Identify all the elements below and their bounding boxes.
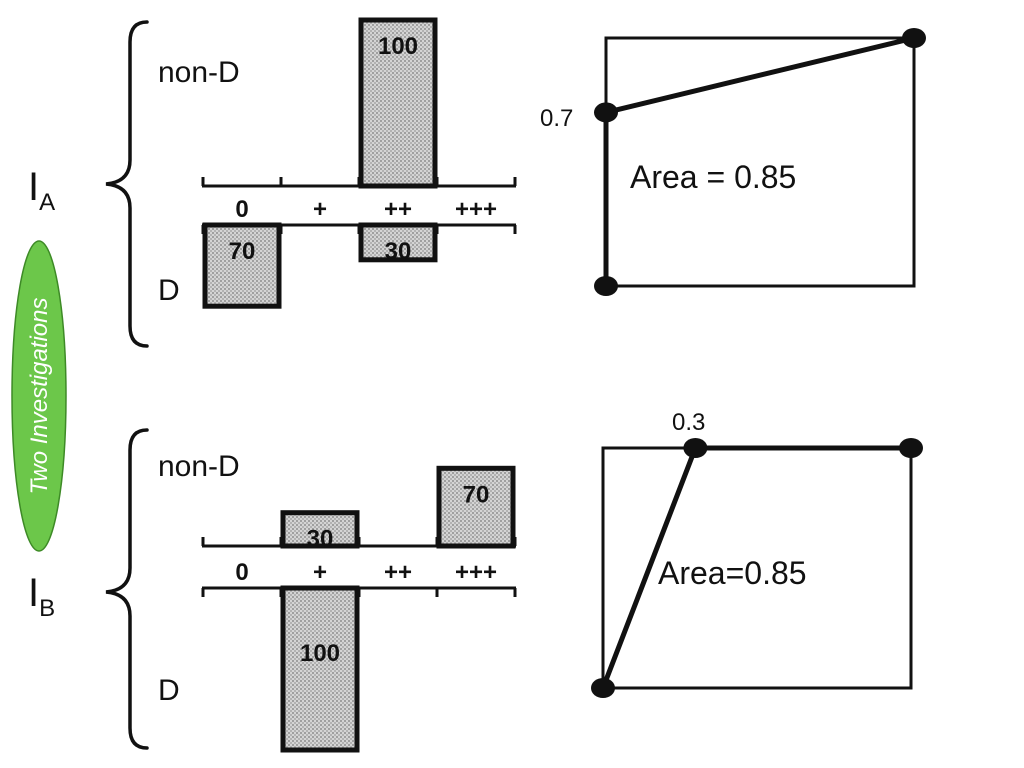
axis-ticks-b	[201, 537, 517, 597]
nonD-label-b: non-D	[158, 450, 240, 483]
category-label-a-0: 0	[235, 196, 248, 223]
roc-point-a-0	[594, 276, 618, 296]
bars-nonD-a: 100	[358, 17, 438, 189]
badge-text: Two Investigations	[26, 298, 53, 495]
bar-label-D-a-2: 30	[385, 238, 412, 265]
category-label-a-3: +++	[455, 196, 497, 223]
roc-panel-b: 0.3 Area=0.85	[591, 409, 923, 698]
bar-label-D-b-1: 100	[300, 640, 340, 667]
bar-D-b-1	[280, 585, 360, 753]
axis-ticks-a	[201, 177, 517, 234]
roc-panel-a: 0.7 Area = 0.85	[540, 28, 926, 296]
bars-D-a: 70 30	[202, 222, 438, 309]
roc-point-b-1	[683, 438, 708, 458]
nonD-label-a: non-D	[158, 56, 240, 89]
D-label-a: D	[158, 274, 180, 307]
roc-point-label-b: 0.3	[672, 409, 705, 436]
roc-point-a-1	[594, 102, 618, 123]
bars-nonD-b: 30 70	[280, 465, 516, 553]
roc-point-label-a: 0.7	[540, 105, 573, 132]
roc-points-a	[594, 28, 926, 296]
bar-label-D-a-0: 70	[229, 238, 256, 265]
roc-area-label-b: Area=0.85	[658, 555, 807, 591]
bar-label-nonD-b-3: 70	[463, 481, 490, 508]
roc-area-label-a: Area = 0.85	[630, 159, 796, 195]
category-labels-b: 0++++++	[235, 559, 497, 586]
roc-point-a-2	[902, 28, 926, 48]
bar-nonD-b-1	[280, 510, 360, 549]
category-label-a-1: +	[313, 196, 327, 223]
category-label-b-3: +++	[455, 559, 497, 586]
brace-a	[105, 20, 149, 348]
badge-ellipse	[11, 240, 67, 552]
roc-point-b-0	[591, 678, 615, 698]
category-label-a-2: ++	[384, 196, 412, 223]
category-label-b-1: +	[313, 559, 327, 586]
bar-D-a-0	[202, 222, 282, 309]
bars-D-b: 100	[280, 585, 360, 753]
panel-a-label: IA	[28, 165, 55, 216]
roc-point-b-2	[899, 438, 923, 458]
two-investigations-badge: Two Investigations	[11, 240, 67, 552]
D-label-b: D	[158, 674, 180, 707]
brace-b	[105, 428, 149, 750]
panel-b-label: IB	[28, 571, 55, 622]
category-labels-a: 0++++++	[235, 196, 497, 223]
bar-label-nonD-a-2: 100	[378, 33, 418, 60]
bar-label-nonD-b-1: 30	[307, 526, 334, 553]
roc-points-b	[591, 438, 923, 698]
category-label-b-0: 0	[235, 559, 248, 586]
category-label-b-2: ++	[384, 559, 412, 586]
